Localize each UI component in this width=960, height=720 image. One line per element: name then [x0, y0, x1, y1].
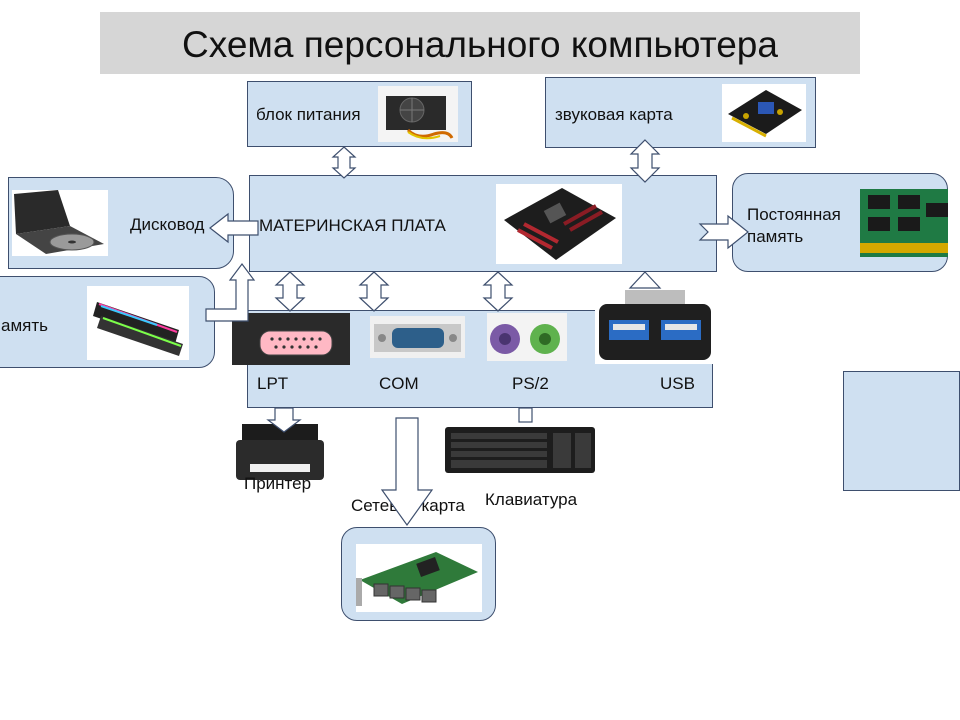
ram-label: амять	[1, 316, 48, 335]
network-card-block	[341, 527, 496, 621]
motherboard-block: МАТЕРИНСКАЯ ПЛАТА	[249, 175, 717, 272]
printer-icon	[232, 420, 328, 486]
network-card-icon	[356, 544, 482, 612]
power-supply-block: блок питания	[247, 81, 472, 147]
double-arrow-lpt	[274, 271, 306, 312]
ram-stick-icon	[87, 286, 189, 360]
arrow-usb	[628, 271, 662, 289]
keyboard-icon	[443, 423, 597, 477]
memory-chip-icon	[860, 189, 948, 257]
disk-drive-label: Дисковод	[130, 215, 205, 234]
sound-card-block: звуковая карта	[545, 77, 816, 148]
power-supply-icon	[378, 86, 458, 142]
usb-label: USB	[660, 374, 695, 393]
com-port-icon	[370, 316, 465, 358]
keyboard-label: Клавиатура	[485, 490, 578, 509]
lpt-port-icon	[232, 313, 350, 365]
power-supply-label: блок питания	[256, 105, 361, 124]
lpt-label: LPT	[257, 374, 289, 393]
com-label: COM	[379, 374, 419, 393]
ps2-label: PS/2	[512, 374, 549, 393]
sound-card-label: звуковая карта	[555, 105, 673, 124]
empty-block	[843, 371, 960, 491]
arrow-to-printer	[266, 407, 302, 433]
usb-port-icon	[595, 290, 715, 364]
rom-block: Постоянная память	[732, 173, 948, 272]
double-arrow-ps2	[482, 271, 514, 312]
double-arrow-power	[331, 146, 357, 179]
arrow-to-disk-drive	[209, 212, 259, 244]
link-to-keyboard	[518, 407, 533, 423]
laptop-drive-icon	[12, 190, 108, 256]
sound-card-icon	[722, 84, 806, 142]
rom-label: Постоянная память	[747, 205, 841, 246]
disk-drive-block: Дисковод	[8, 177, 234, 269]
ram-block: амять	[0, 276, 215, 368]
double-arrow-sound	[629, 139, 661, 183]
arrow-to-network-card	[380, 417, 434, 527]
title-bar	[100, 12, 860, 74]
ps2-port-icon	[487, 313, 567, 361]
arrow-to-rom	[698, 214, 749, 250]
printer-label: Принтер	[244, 474, 312, 493]
arrow-from-ram	[205, 263, 256, 322]
diagram-title: Схема персонального компьютера	[182, 24, 778, 65]
motherboard-label: МАТЕРИНСКАЯ ПЛАТА	[259, 216, 446, 235]
motherboard-icon	[496, 184, 622, 264]
double-arrow-com	[358, 271, 390, 312]
